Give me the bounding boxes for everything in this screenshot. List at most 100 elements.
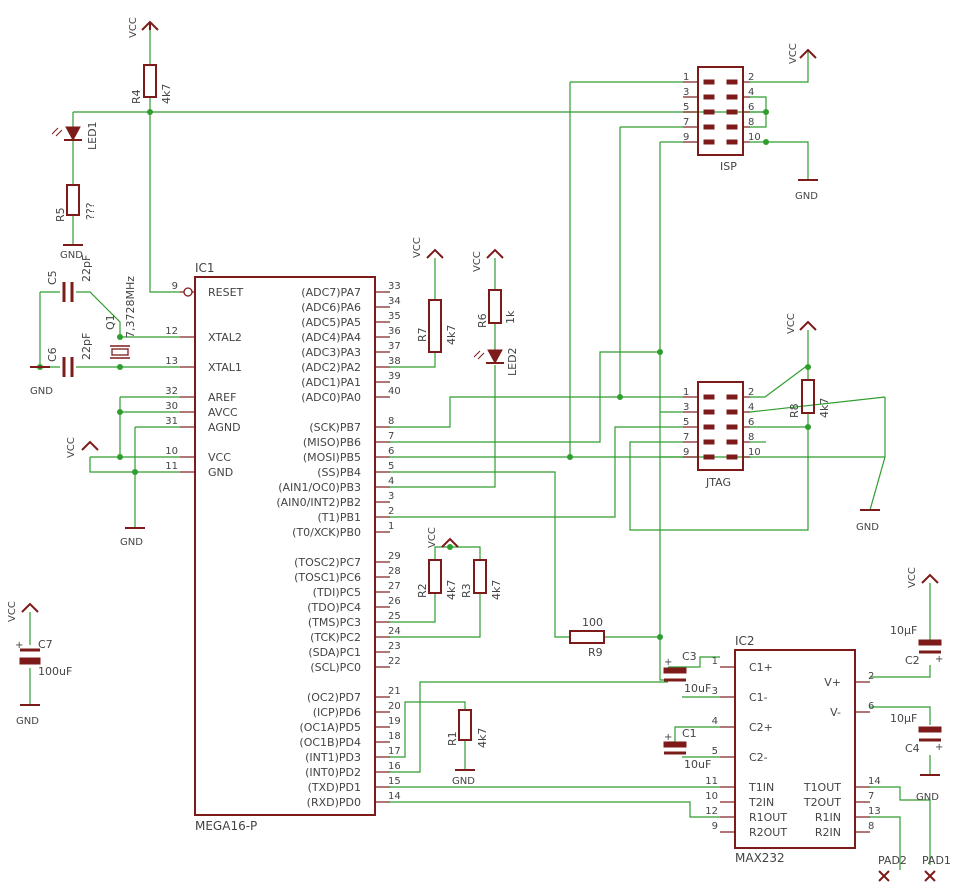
ic1-pin-name: AREF xyxy=(208,391,236,404)
ic1-pin-num: 5 xyxy=(388,461,394,472)
ic1-pin-name: (ADC0)PA0 xyxy=(301,391,361,404)
r1-name: R1 xyxy=(446,731,459,746)
vcc-isp xyxy=(799,48,817,59)
c5: C5 22pF xyxy=(46,255,93,302)
ic2-pin-name: C1- xyxy=(749,691,768,704)
ic2-pin-name: T1OUT xyxy=(803,781,841,794)
r8: R8 4k7 xyxy=(788,379,831,418)
ic1-pin-name: (T1)PB1 xyxy=(318,511,361,524)
isp-pin-num: 2 xyxy=(748,72,754,83)
c4: + 10µF C4 xyxy=(890,712,943,755)
isp-pin-num: 5 xyxy=(683,102,689,113)
ic2-pin-name: T1IN xyxy=(748,781,774,794)
ic1-pin-num: 4 xyxy=(388,476,394,487)
ic1-name: IC1 xyxy=(195,261,215,275)
ic1-pin-num: 21 xyxy=(388,686,401,697)
r4: R4 4k7 xyxy=(130,64,173,104)
ic1-pin-num: 19 xyxy=(388,716,401,727)
jtag-contact xyxy=(726,394,738,400)
isp-pin-num: 8 xyxy=(748,117,754,128)
ic1-pin-num: 8 xyxy=(388,416,394,427)
c1: + C1 10uF xyxy=(663,727,711,771)
ic1-right-pins: 33(ADC7)PA734(ADC6)PA635(ADC5)PA536(ADC4… xyxy=(276,281,400,809)
ic1-pin-name: (ADC5)PA5 xyxy=(301,316,361,329)
isp-contact xyxy=(726,109,738,115)
ic2-pin-name: R2OUT xyxy=(749,826,787,839)
r6-name: R6 xyxy=(476,313,489,328)
isp-body xyxy=(697,66,744,156)
ic1-pin-name: (AIN0/INT2)PB2 xyxy=(276,496,361,509)
r2: R2 4k7 xyxy=(416,559,458,600)
ic1-pin-num: 40 xyxy=(388,386,401,397)
r6-value: 1k xyxy=(504,310,517,324)
ic1-pin-name: (SDA)PC1 xyxy=(308,646,361,659)
ic1-pin-name: RESET xyxy=(208,286,244,299)
svg-text:+: + xyxy=(15,640,23,651)
ic1-pin-num: 11 xyxy=(165,461,178,472)
ic1-pin-num: 13 xyxy=(165,356,178,367)
isp-pin-num: 7 xyxy=(683,117,689,128)
ic2-pin-num: 12 xyxy=(705,806,718,817)
ic1-pin-num: 39 xyxy=(388,371,401,382)
r4-name: R4 xyxy=(130,89,143,104)
ic1-pin-name: (OC1A)PD5 xyxy=(299,721,361,734)
r8-value: 4k7 xyxy=(818,398,831,418)
r1: R1 4k7 xyxy=(446,709,489,748)
ic1-pin-name: (TDO)PC4 xyxy=(307,601,361,614)
isp-pin-num: 10 xyxy=(748,132,761,143)
ic2-pin-name: R1IN xyxy=(815,811,841,824)
r6: R6 1k xyxy=(476,289,517,328)
junctions xyxy=(37,109,811,640)
jtag-pin-num: 7 xyxy=(683,432,689,443)
ic1-pin-name: (ADC1)PA1 xyxy=(301,376,361,389)
ic2-pin-name: R2IN xyxy=(815,826,841,839)
ic1-pin-name: (SCK)PB7 xyxy=(309,421,361,434)
isp-pin-num: 9 xyxy=(683,132,689,143)
jtag-pin-num: 3 xyxy=(683,402,689,413)
jtag-contact xyxy=(703,409,715,415)
gnd-ic1-label: GND xyxy=(120,537,143,548)
q1: Q1 7,3728MHz xyxy=(104,276,137,359)
jtag-pin-num: 2 xyxy=(748,387,754,398)
jtag-contact xyxy=(726,424,738,430)
ic1-body xyxy=(194,276,376,816)
ic1-pin-num: 38 xyxy=(388,356,401,367)
ic2-pin-name: C2+ xyxy=(749,721,773,734)
vcc-ic1 xyxy=(81,440,99,451)
c5-value: 22pF xyxy=(80,255,93,282)
r5-name: R5 xyxy=(54,207,67,222)
jtag-contact xyxy=(703,424,715,430)
vcc-r4 xyxy=(141,20,159,31)
jtag-contact xyxy=(703,394,715,400)
gnd-c4-label: GND xyxy=(916,792,939,803)
ic1-pin-name: XTAL2 xyxy=(208,331,242,344)
c1-name: C1 xyxy=(682,727,697,740)
ic2-body xyxy=(734,649,856,849)
ic1-pin-num: 30 xyxy=(165,401,178,412)
ic2-pin-num: 4 xyxy=(712,716,718,727)
ic1-pin-name: (TXD)PD1 xyxy=(308,781,361,794)
isp-pin-num: 1 xyxy=(683,72,689,83)
ic1-pin-num: 37 xyxy=(388,341,401,352)
q1-value: 7,3728MHz xyxy=(124,276,137,338)
ic1-pin-num: 29 xyxy=(388,551,401,562)
jtag-pin-num: 6 xyxy=(748,417,754,428)
ic2-pin-name: V- xyxy=(830,706,841,719)
gnd-c7-label: GND xyxy=(16,716,39,727)
ic1-pin-name: (TOSC2)PC7 xyxy=(294,556,361,569)
vcc-pullups-label: VCC xyxy=(427,527,438,548)
led2-name: LED2 xyxy=(506,347,519,376)
ic1-pin-name: (TOSC1)PC6 xyxy=(294,571,361,584)
ic1-pin-name: (OC2)PD7 xyxy=(307,691,361,704)
ic1-pin-name: (T0/XCK)PB0 xyxy=(292,526,361,539)
jtag-pin-num: 4 xyxy=(748,402,754,413)
ic1-pin-name: GND xyxy=(208,466,233,479)
ic2-pin-num: 3 xyxy=(712,686,718,697)
vcc-c7 xyxy=(21,602,39,613)
ic1-pin-name: (INT1)PD3 xyxy=(305,751,361,764)
ic1-pin-name: (TMS)PC3 xyxy=(308,616,361,629)
ic1-pin-name: VCC xyxy=(208,451,231,464)
